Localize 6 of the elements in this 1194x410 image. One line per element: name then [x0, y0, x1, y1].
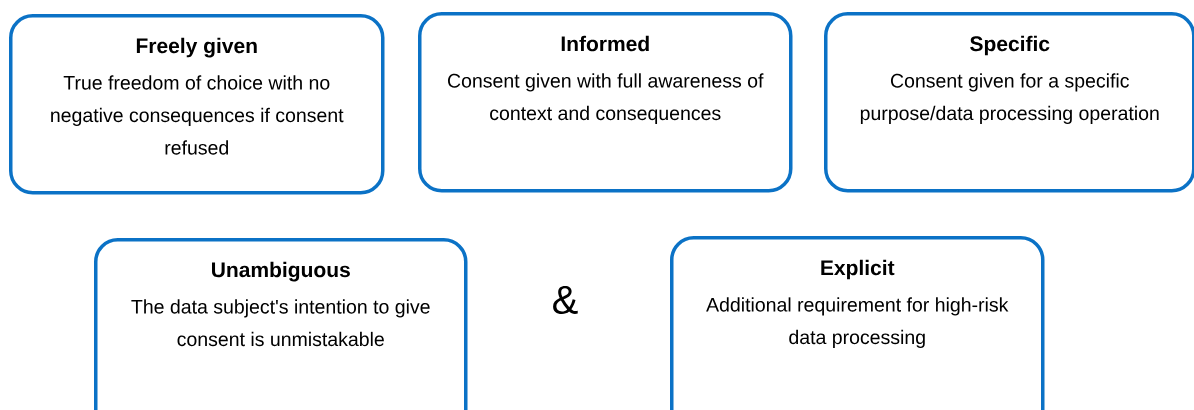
card: Specific Consent given for a specific purpose/data processing operation [824, 12, 1194, 193]
card: Freely given True freedom of choice with no negative consequences if consent refused [9, 14, 385, 195]
ampersand: & [553, 286, 578, 315]
card: Informed Consent given with full awareness of context and consequences [418, 12, 793, 193]
card: Unambiguous The data subject's intention to give consent is unmistakable [94, 238, 468, 410]
card: Explicit Additional requirement for high-risk data processing [670, 236, 1045, 410]
